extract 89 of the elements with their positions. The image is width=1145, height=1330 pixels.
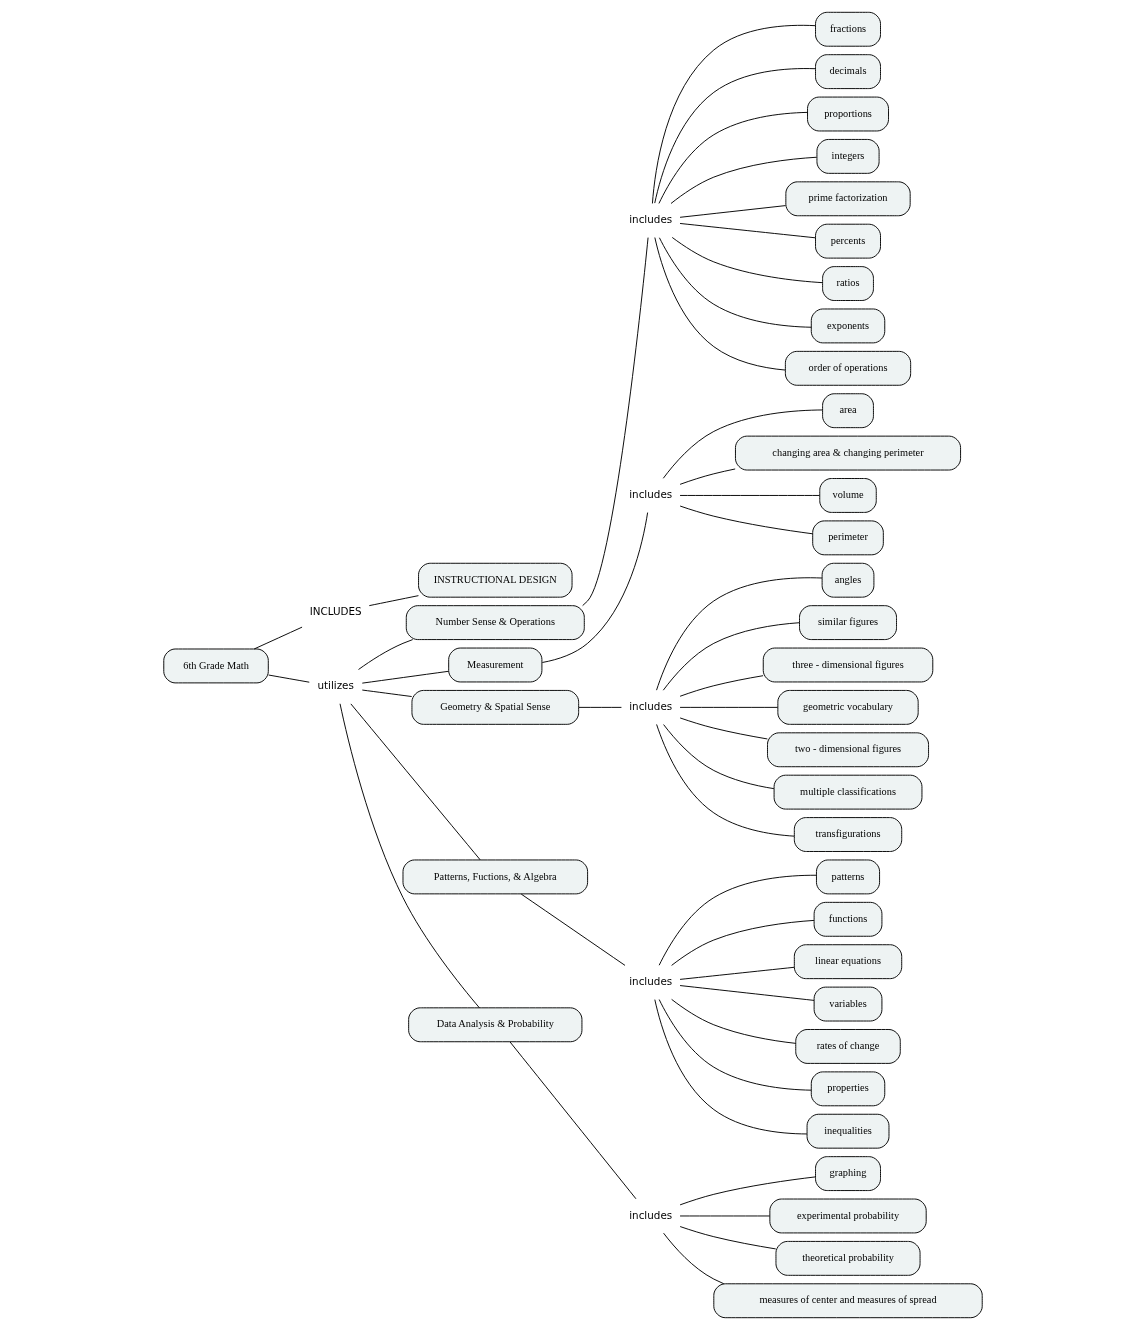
- connector: [339, 703, 480, 1009]
- connector: [253, 626, 303, 650]
- connector: [651, 24, 816, 204]
- connector: [655, 577, 822, 691]
- connector: [679, 468, 736, 485]
- connector: [679, 223, 816, 239]
- connector: [368, 595, 419, 607]
- node-box: perimeter: [811, 520, 884, 556]
- connector: [658, 237, 812, 328]
- node-text: includes: [628, 1208, 672, 1221]
- connector: [679, 505, 813, 535]
- node-text: utilizes: [316, 679, 354, 692]
- node-box: functions: [813, 901, 882, 937]
- node-box: inequalities: [806, 1113, 889, 1149]
- node-box: graphing: [814, 1156, 881, 1191]
- connector: [679, 675, 764, 697]
- connector: [679, 1226, 776, 1250]
- node-text: INCLUDES: [309, 604, 362, 617]
- node-box: three - dimensional figures: [762, 647, 933, 683]
- connector: [267, 674, 310, 683]
- node-text: includes: [628, 488, 672, 501]
- connector: [577, 706, 622, 708]
- connector: [658, 874, 817, 966]
- node-box: Data Analysis & Probability: [407, 1007, 582, 1043]
- node-box: similar figures: [798, 605, 897, 641]
- connector: [679, 706, 778, 708]
- connector: [349, 703, 481, 861]
- connector: [653, 999, 807, 1135]
- connector: [658, 111, 808, 204]
- connector: [541, 512, 648, 663]
- node-box: order of operations: [784, 350, 911, 386]
- connector: [520, 893, 625, 966]
- node-box: decimals: [814, 54, 881, 90]
- connector: [679, 495, 820, 496]
- node-box: Number Sense & Operations: [405, 605, 585, 641]
- connector: [357, 639, 413, 670]
- connector: [653, 237, 786, 371]
- node-box: geometric vocabulary: [776, 689, 919, 725]
- node-box: exponents: [810, 308, 885, 344]
- node-box: properties: [810, 1071, 885, 1107]
- node-box: integers: [815, 139, 880, 174]
- node-box: percents: [814, 223, 881, 259]
- node-text: includes: [628, 700, 672, 713]
- connector: [653, 68, 816, 204]
- node-box: INSTRUCTIONAL DESIGN: [417, 562, 573, 598]
- node-box: variables: [813, 986, 882, 1022]
- connector: [662, 622, 800, 691]
- connector: [361, 670, 449, 684]
- connector: [679, 1215, 770, 1217]
- connector: [679, 966, 795, 980]
- node-box: multiple classifications: [773, 774, 922, 810]
- connector: [655, 723, 795, 837]
- node-box: volume: [818, 478, 877, 513]
- node-box: 6th Grade Math: [162, 648, 269, 684]
- connector: [662, 724, 774, 790]
- node-box: experimental probability: [768, 1198, 927, 1234]
- node-box: changing area & changing perimeter: [734, 435, 961, 471]
- connector: [670, 156, 817, 204]
- connector: [662, 1232, 724, 1285]
- node-box: patterns: [815, 859, 880, 895]
- node-box: theoretical probability: [775, 1240, 921, 1276]
- connector: [671, 237, 823, 284]
- connector: [670, 919, 814, 966]
- connector: [581, 237, 649, 607]
- connector: [679, 1176, 816, 1206]
- connector: [658, 999, 812, 1091]
- node-box: angles: [821, 562, 874, 598]
- node-box: prime factorization: [784, 181, 911, 217]
- node-box: proportions: [806, 96, 889, 132]
- connector: [679, 205, 786, 218]
- node-box: measures of center and measures of spread: [712, 1283, 983, 1319]
- node-text: includes: [628, 213, 672, 226]
- node-box: area: [821, 393, 874, 429]
- node-box: transfigurations: [793, 817, 902, 852]
- connector: [679, 985, 814, 1001]
- node-box: rates of change: [794, 1029, 901, 1064]
- node-box: Geometry & Spatial Sense: [410, 689, 579, 725]
- node-box: Patterns, Fuctions, & Algebra: [402, 859, 588, 895]
- node-text: includes: [628, 975, 672, 988]
- connector: [662, 409, 823, 479]
- node-box: Measurement: [447, 647, 542, 683]
- node-box: ratios: [821, 266, 874, 301]
- connector: [508, 1041, 636, 1200]
- connector: [361, 689, 412, 697]
- node-box: fractions: [814, 11, 881, 47]
- connector: [679, 717, 768, 740]
- node-box: linear equations: [793, 944, 902, 980]
- connector: [670, 998, 796, 1044]
- node-box: two - dimensional figures: [766, 732, 929, 768]
